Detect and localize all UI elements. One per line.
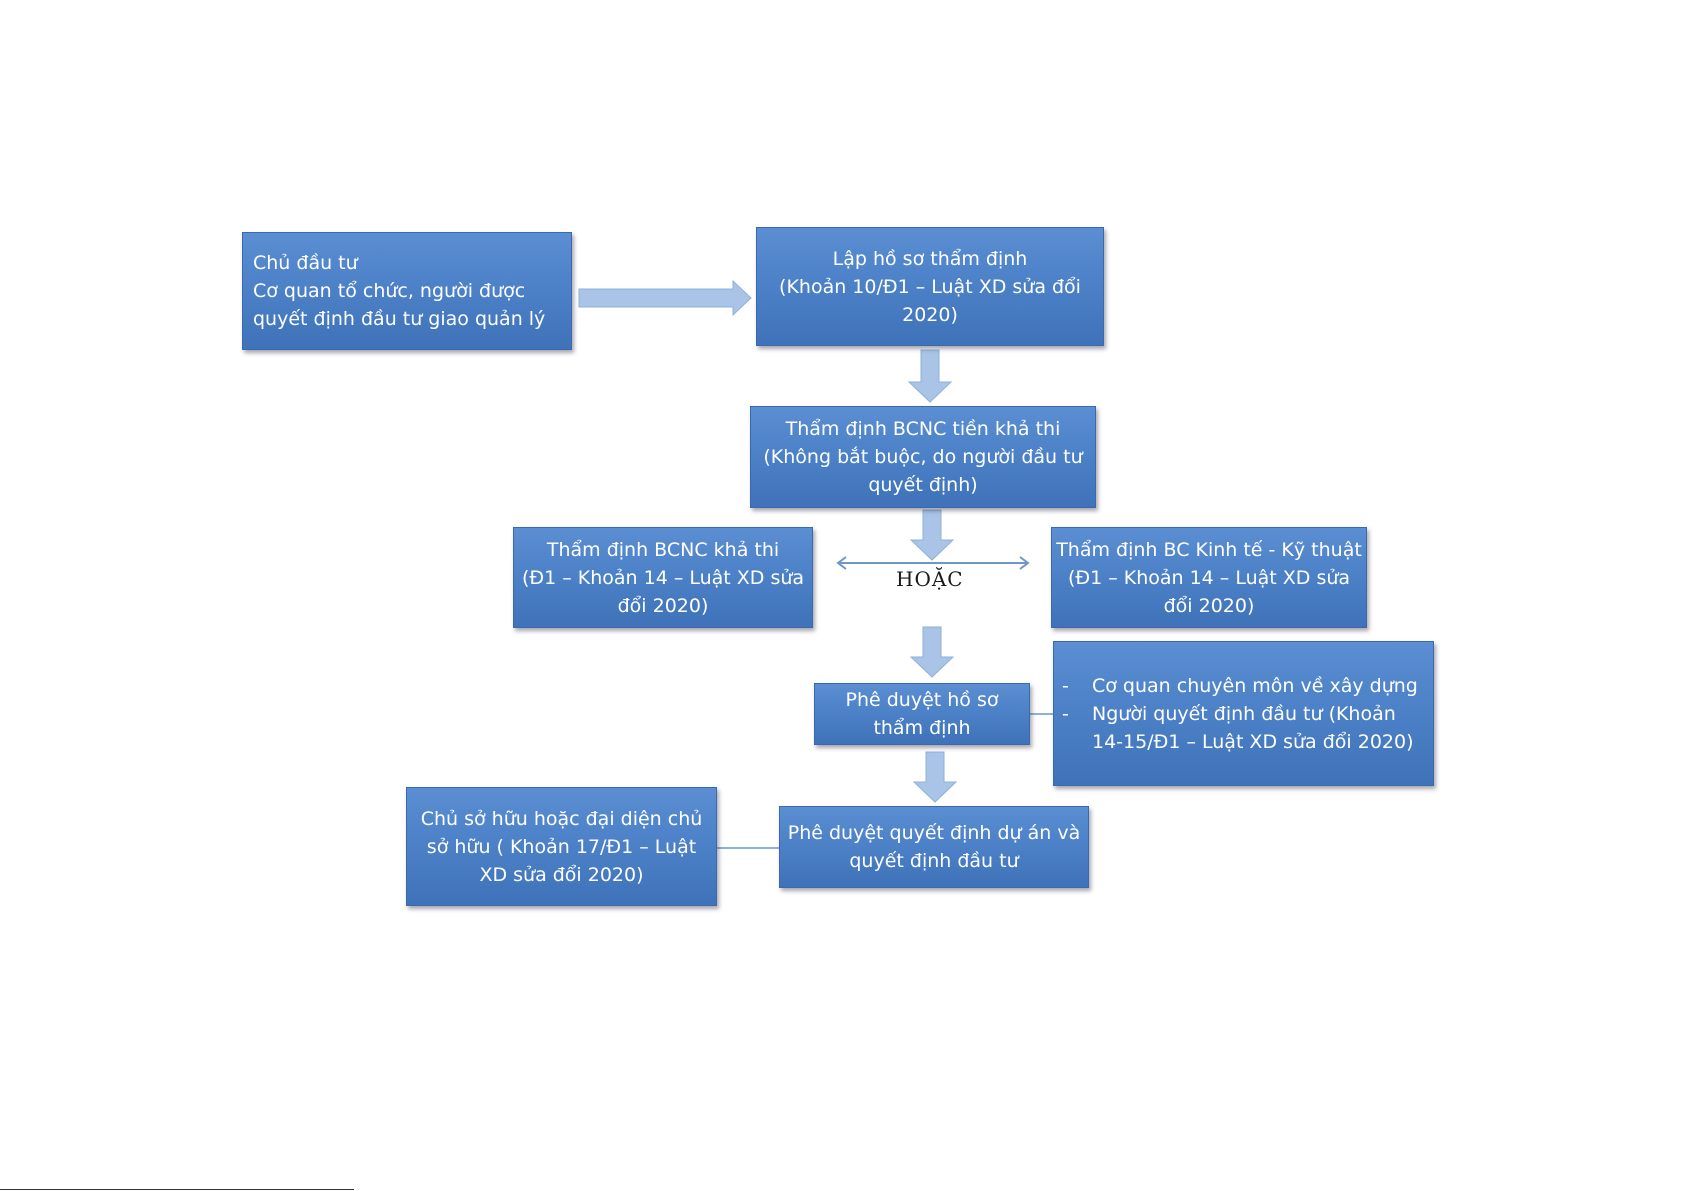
approver-2-line-2: 14-15/Đ1 – Luật XD sửa đổi 2020) <box>1092 730 1414 753</box>
prepare-line-2: (Khoản 10/Đ1 – Luật XD sửa đổi <box>779 275 1081 298</box>
prefeasibility-line-3: quyết định) <box>868 474 978 496</box>
owner-line-1: Chủ sở hữu hoặc đại diện chủ <box>420 807 703 830</box>
prepare-line-3: 2020) <box>902 303 958 326</box>
prefeasibility-line-2: (Không bắt buộc, do người đầu tư <box>763 446 1083 468</box>
econ-tech-box: Thẩm định BC Kinh tế - Kỹ thuật (Đ1 – Kh… <box>1051 527 1367 628</box>
approve-project-box: Phê duyệt quyết định dự án và quyết định… <box>779 806 1089 888</box>
approvers-box: - Cơ quan chuyên môn về xây dựng - Người… <box>1053 641 1434 786</box>
investor-line-2: Cơ quan tổ chức, người được <box>253 280 526 302</box>
arrow-or-to-approve-dossier <box>909 626 955 678</box>
feasibility-line-2: (Đ1 – Khoản 14 – Luật XD sửa <box>521 566 805 589</box>
arrow-prefeasibility-to-or <box>909 509 955 561</box>
investor-line-1: Chủ đầu tư <box>253 252 358 274</box>
investor-line-3: quyết định đầu tư giao quản lý <box>253 308 546 330</box>
feasibility-box: Thẩm định BCNC khả thi (Đ1 – Khoản 14 – … <box>513 527 813 628</box>
owner-line-2: sở hữu ( Khoản 17/Đ1 – Luật <box>426 835 697 858</box>
feasibility-line-3: đổi 2020) <box>617 594 709 617</box>
footnote-rule <box>0 1189 354 1190</box>
owner-line-3: XD sửa đổi 2020) <box>479 863 644 886</box>
approve-project-line-1: Phê duyệt quyết định dự án và <box>787 822 1081 844</box>
approver-dash: - <box>1062 674 1069 697</box>
prepare-line-1: Lập hồ sơ thẩm định <box>832 247 1028 270</box>
prepare-dossier-box: Lập hồ sơ thẩm định (Khoản 10/Đ1 – Luật … <box>756 227 1104 346</box>
econ-tech-line-3: đổi 2020) <box>1163 594 1255 617</box>
approver-1-line-1: Cơ quan chuyên môn về xây dựng <box>1092 674 1418 697</box>
approve-dossier-line-2: thẩm định <box>873 717 971 739</box>
arrow-prepare-to-prefeasibility <box>907 349 953 403</box>
arrow-approve-dossier-to-project <box>912 751 958 803</box>
approve-dossier-box: Phê duyệt hồ sơ thẩm định <box>814 683 1030 745</box>
approver-dash: - <box>1062 702 1069 725</box>
or-label: HOẶC <box>896 567 964 591</box>
feasibility-line-1: Thẩm định BCNC khả thi <box>546 538 780 561</box>
owner-box: Chủ sở hữu hoặc đại diện chủ sở hữu ( Kh… <box>406 787 717 906</box>
approvers-list: - Cơ quan chuyên môn về xây dựng - Người… <box>1062 672 1418 756</box>
prefeasibility-box: Thẩm định BCNC tiền khả thi (Không bắt b… <box>750 406 1096 508</box>
approver-item: - Người quyết định đầu tư (Khoản 14-15/Đ… <box>1062 700 1418 756</box>
prefeasibility-line-1: Thẩm định BCNC tiền khả thi <box>785 418 1061 440</box>
econ-tech-line-2: (Đ1 – Khoản 14 – Luật XD sửa <box>1067 566 1351 589</box>
approve-project-line-2: quyết định đầu tư <box>849 850 1019 872</box>
investor-box: Chủ đầu tư Cơ quan tổ chức, người được q… <box>242 232 572 350</box>
arrow-investor-to-prepare <box>578 279 752 317</box>
approve-dossier-line-1: Phê duyệt hồ sơ <box>845 689 999 711</box>
approver-item: - Cơ quan chuyên môn về xây dựng <box>1062 672 1418 700</box>
approver-2-line-1: Người quyết định đầu tư (Khoản <box>1092 702 1396 725</box>
econ-tech-line-1: Thẩm định BC Kinh tế - Kỹ thuật <box>1056 538 1362 561</box>
or-double-arrow <box>836 556 1030 570</box>
